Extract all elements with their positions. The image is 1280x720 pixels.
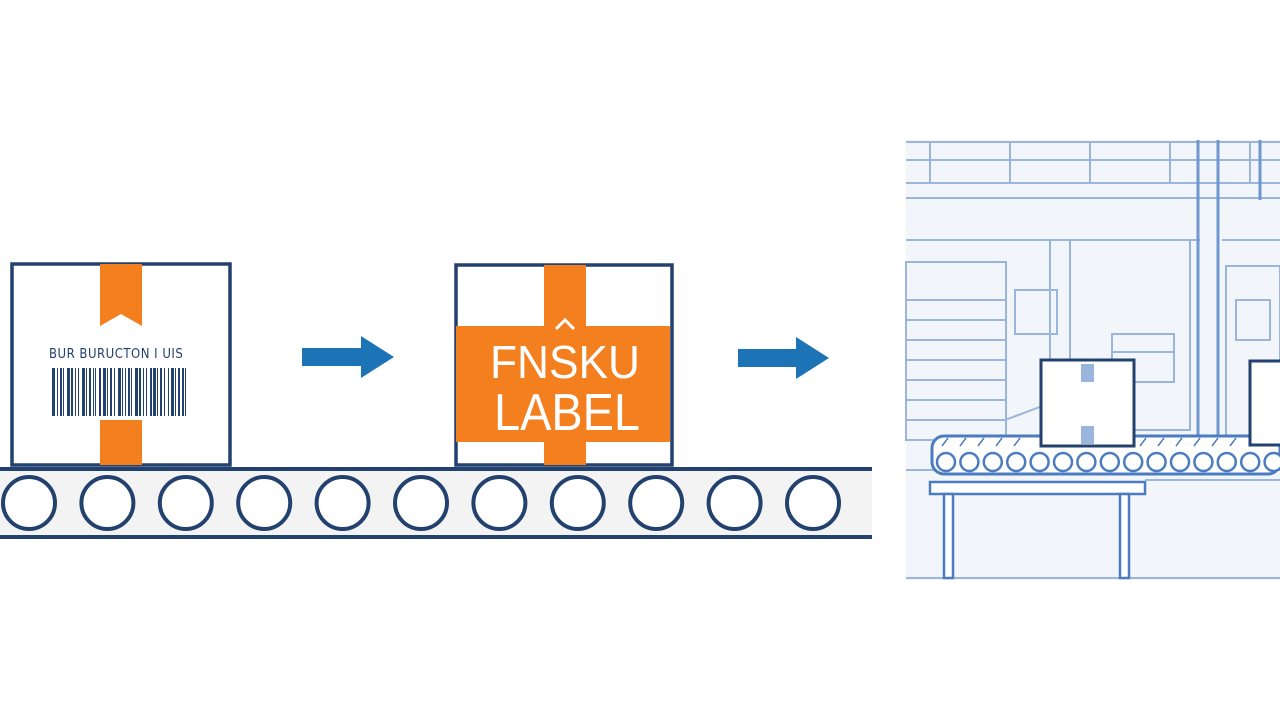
barcode-bar bbox=[95, 368, 96, 416]
mini-roller bbox=[1099, 451, 1121, 473]
barcode-bar bbox=[178, 368, 180, 416]
mini-roller bbox=[1193, 451, 1214, 473]
barcode-bar bbox=[131, 368, 132, 416]
barcode-bar bbox=[128, 368, 130, 416]
mini-roller bbox=[935, 451, 957, 473]
conveyor-roller bbox=[628, 475, 685, 531]
mini-roller bbox=[1216, 451, 1238, 473]
mini-roller bbox=[1169, 451, 1191, 473]
barcode-caption: BUR BURUCTON I UIS bbox=[49, 347, 183, 362]
barcode-bar bbox=[171, 368, 174, 416]
barcode-bar bbox=[185, 368, 186, 416]
conveyor-roller bbox=[236, 475, 293, 531]
mini-roller bbox=[1146, 451, 1167, 473]
barcode-bar bbox=[139, 368, 141, 416]
barcode-bar bbox=[86, 368, 87, 416]
fnsku-labeled-box: FNSKU LABEL bbox=[454, 263, 674, 467]
barcode-bar bbox=[63, 368, 64, 416]
conveyor-roller bbox=[393, 475, 449, 531]
barcode-bar bbox=[143, 368, 144, 416]
arrow-right-icon bbox=[302, 336, 394, 378]
packing-tape-bottom bbox=[100, 419, 142, 465]
barcode-bar bbox=[103, 368, 106, 416]
barcode-bar bbox=[82, 368, 85, 416]
barcode-bar bbox=[135, 368, 138, 416]
mini-conveyor-rollers bbox=[935, 451, 1280, 473]
barcode-bar bbox=[164, 368, 165, 416]
conveyor-roller bbox=[549, 475, 606, 531]
barcode-bar bbox=[67, 368, 70, 416]
barcode-bar bbox=[107, 368, 108, 416]
unlabeled-box: BUR BURUCTON I UIS bbox=[10, 262, 232, 467]
mini-roller bbox=[1239, 451, 1261, 473]
barcode-bar bbox=[60, 368, 62, 416]
barcode-bar bbox=[110, 368, 112, 416]
barcode-bar bbox=[150, 368, 152, 416]
table-leg bbox=[1118, 492, 1131, 580]
barcode-bar bbox=[114, 368, 115, 416]
conveyor-table-frame bbox=[928, 480, 1147, 496]
barcode-bar bbox=[160, 368, 162, 416]
barcode-bar bbox=[75, 368, 76, 416]
barcode-bar bbox=[125, 368, 126, 416]
mini-roller bbox=[1005, 451, 1027, 473]
belt-hatching bbox=[941, 437, 1237, 447]
conveyor-roller bbox=[471, 475, 528, 531]
mini-roller bbox=[982, 451, 1004, 473]
fnsku-label bbox=[456, 326, 670, 442]
barcode-bar bbox=[57, 368, 58, 416]
barcode-bar bbox=[182, 368, 184, 416]
mini-roller bbox=[1076, 451, 1097, 473]
packing-tape-top bbox=[100, 264, 142, 326]
conveyor-belt bbox=[0, 467, 872, 539]
barcode-bar bbox=[146, 368, 147, 416]
conveyor-roller bbox=[785, 475, 841, 531]
mini-roller bbox=[1052, 451, 1074, 473]
barcode-bar bbox=[175, 368, 176, 416]
barcode-bar bbox=[93, 368, 94, 416]
conveyor-rollers bbox=[1, 475, 841, 531]
barcode-bar bbox=[122, 368, 123, 416]
table-leg bbox=[942, 492, 955, 580]
mini-roller bbox=[1122, 451, 1144, 473]
conveyor-roller bbox=[79, 475, 136, 531]
barcode-bar bbox=[157, 368, 158, 416]
warehouse-scene bbox=[905, 140, 1280, 580]
barcode-bar bbox=[168, 368, 169, 416]
conveyor-roller bbox=[157, 475, 214, 531]
barcode-icon bbox=[52, 368, 186, 416]
fnsku-label-line2: LABEL bbox=[494, 384, 640, 442]
barcode-bar bbox=[153, 368, 156, 416]
conveyor-roller bbox=[314, 475, 371, 531]
mini-conveyor-belt bbox=[928, 434, 1280, 580]
mini-roller bbox=[959, 451, 980, 473]
conveyor-roller bbox=[706, 475, 763, 531]
arrow-right-icon bbox=[738, 337, 829, 379]
barcode-bar bbox=[99, 368, 101, 416]
mini-roller bbox=[1263, 451, 1280, 473]
warehouse-pillars bbox=[1196, 140, 1262, 440]
warehouse-box bbox=[1248, 359, 1280, 447]
warehouse-box bbox=[1039, 358, 1136, 448]
barcode-bar bbox=[78, 368, 79, 416]
barcode-bar bbox=[118, 368, 121, 416]
conveyor-roller bbox=[1, 475, 57, 531]
barcode-bar bbox=[89, 368, 91, 416]
tape-notch bbox=[554, 317, 576, 331]
barcode-bar bbox=[52, 368, 55, 416]
mini-roller bbox=[1029, 451, 1050, 473]
barcode-bar bbox=[71, 368, 73, 416]
fnsku-label-line1: FNSKU bbox=[490, 336, 640, 388]
